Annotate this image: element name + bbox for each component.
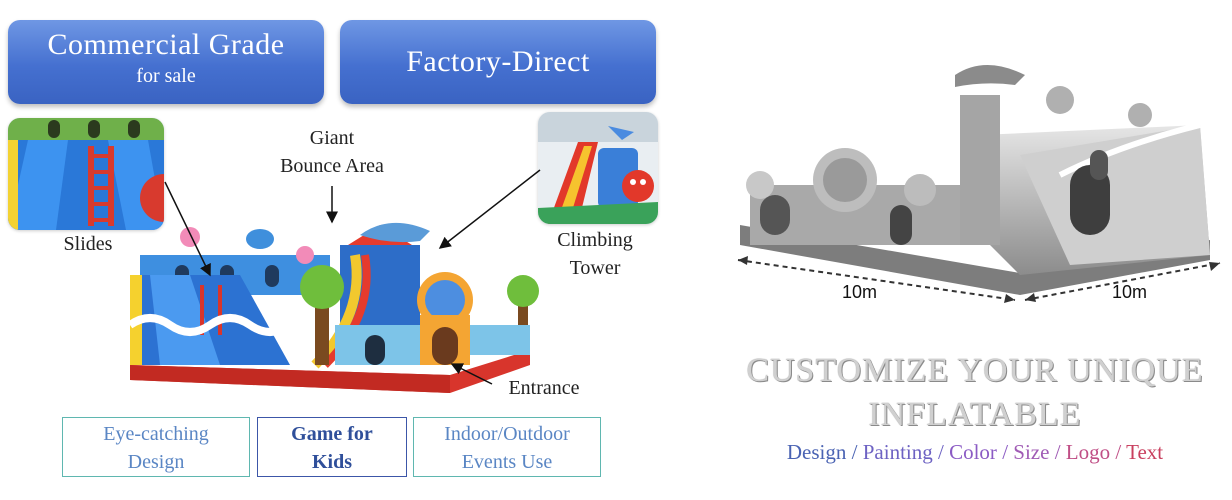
customize-option-painting: Painting [862, 440, 933, 464]
customize-option-design: Design [786, 440, 847, 464]
customize-option-text: Text [1126, 440, 1164, 464]
feature-game-line2: Kids [311, 451, 353, 473]
customize-headline-line1: CUSTOMIZE YOUR UNIQUE [746, 352, 1204, 389]
climbing-tower-thumbnail [538, 112, 658, 224]
bounce-area-label-line2: Bounce Area [280, 155, 384, 177]
customize-separator: / [996, 440, 1014, 464]
commercial-grade-title: Commercial Grade [47, 28, 285, 61]
bounce-area-label: Giant Bounce Area [262, 124, 402, 180]
customize-separator: / [1049, 440, 1066, 464]
feature-box-indoor-outdoor: Indoor/Outdoor Events Use [413, 417, 601, 477]
customize-option-logo: Logo [1065, 440, 1111, 464]
feature-eye-catching-line2: Design [127, 451, 185, 473]
customize-options-list: Design / Painting / Color / Size / Logo … [735, 440, 1215, 465]
commercial-grade-subtitle: for sale [136, 65, 196, 87]
customize-separator: / [846, 440, 863, 464]
feature-eye-catching-line1: Eye-catching [103, 423, 209, 445]
customize-option-size: Size [1013, 440, 1050, 464]
entrance-arrow [450, 363, 493, 385]
factory-direct-badge: Factory-Direct [340, 20, 656, 104]
climbing-tower-photo-image [538, 112, 658, 224]
inflatable-playground-image [127, 222, 539, 393]
factory-direct-title: Factory-Direct [406, 45, 590, 78]
grayscale-inflatable-image [737, 65, 1221, 303]
slides-photo-image [8, 118, 164, 230]
climbing-tower-label-line2: Tower [569, 257, 621, 279]
feature-box-game-for-kids: Game for Kids [257, 417, 407, 477]
climbing-tower-label: Climbing Tower [540, 226, 650, 282]
customize-separator: / [1110, 440, 1127, 464]
climbing-tower-arrow [438, 169, 541, 249]
slides-arrow [164, 181, 211, 277]
callout-arrows [164, 169, 541, 385]
dimension-left-line [737, 259, 1016, 301]
slides-thumbnail [8, 118, 164, 230]
feature-indoor-line2: Events Use [461, 451, 553, 473]
feature-indoor-line1: Indoor/Outdoor [444, 423, 570, 445]
customize-headline-line2: INFLATABLE [868, 396, 1082, 433]
slides-label: Slides [63, 233, 113, 255]
bounce-area-label-line1: Giant [309, 127, 355, 149]
commercial-grade-badge: Commercial Grade for sale [8, 20, 324, 104]
feature-box-eye-catching: Eye-catching Design [62, 417, 250, 477]
climbing-tower-label-line1: Climbing [557, 229, 633, 251]
dimension-right-label: 10m [1112, 282, 1148, 302]
feature-game-line1: Game for [291, 423, 373, 445]
dimension-right-line [1024, 262, 1221, 301]
entrance-label: Entrance [508, 377, 580, 399]
customize-option-color: Color [949, 440, 997, 464]
customize-separator: / [932, 440, 950, 464]
dimension-left-label: 10m [842, 282, 878, 302]
